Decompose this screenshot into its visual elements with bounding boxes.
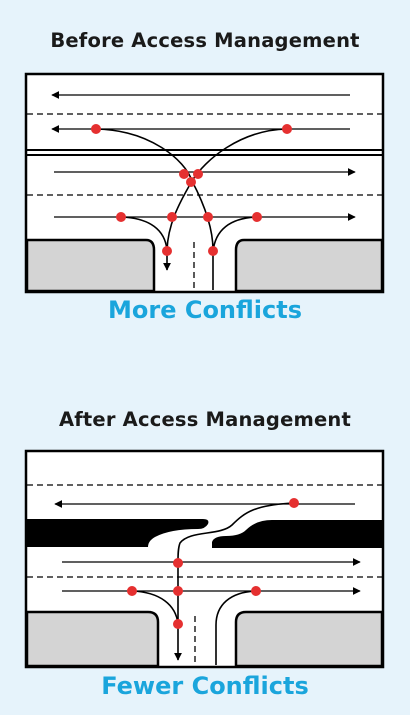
before-conflict-points: [91, 124, 292, 256]
before-right-curb: [234, 238, 384, 293]
conflict-point: [173, 619, 183, 629]
conflict-point: [162, 246, 172, 256]
after-conflict-points: [127, 498, 299, 629]
conflict-point: [282, 124, 292, 134]
before-title: Before Access Management: [50, 29, 360, 52]
after-caption: Fewer Conflicts: [101, 672, 309, 700]
after-turn-path: [174, 502, 295, 661]
conflict-point: [203, 212, 213, 222]
after-turn-path: [215, 590, 257, 665]
before-caption: More Conflicts: [107, 296, 303, 324]
conflict-point: [173, 558, 183, 568]
conflict-point: [173, 586, 183, 596]
after-title: After Access Management: [58, 408, 352, 431]
after-median-left: [27, 519, 209, 547]
conflict-point: [127, 586, 137, 596]
conflict-point: [208, 246, 218, 256]
conflict-point: [193, 169, 203, 179]
conflict-point: [186, 177, 196, 187]
after-right-curb: [234, 610, 384, 668]
conflict-point: [179, 169, 189, 179]
after-turn-path: [131, 590, 179, 625]
conflict-point: [167, 212, 177, 222]
after-median-right: [212, 520, 382, 548]
after-left-curb: [25, 610, 160, 668]
conflict-point: [289, 498, 299, 508]
conflict-point: [91, 124, 101, 134]
conflict-point: [252, 212, 262, 222]
conflict-point: [116, 212, 126, 222]
before-turn-path: [120, 216, 168, 251]
conflict-point: [251, 586, 261, 596]
before-left-curb: [25, 238, 156, 293]
